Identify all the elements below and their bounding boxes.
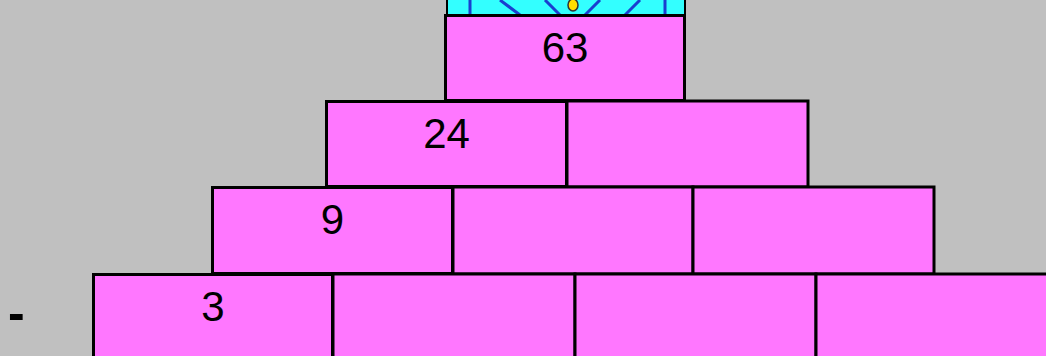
pyramid-brick: 63 xyxy=(444,14,686,102)
pyramid-brick: 24 xyxy=(325,100,568,188)
pyramid-brick: 9 xyxy=(211,186,454,275)
brick-number: 24 xyxy=(423,103,470,155)
crown-piece xyxy=(447,0,685,15)
brick-number: 3 xyxy=(201,276,224,328)
brick-number: 63 xyxy=(542,17,589,69)
operator-sign: - xyxy=(8,288,25,338)
pyramid-brick: 3 xyxy=(92,273,334,356)
brick-number: 9 xyxy=(321,189,344,241)
